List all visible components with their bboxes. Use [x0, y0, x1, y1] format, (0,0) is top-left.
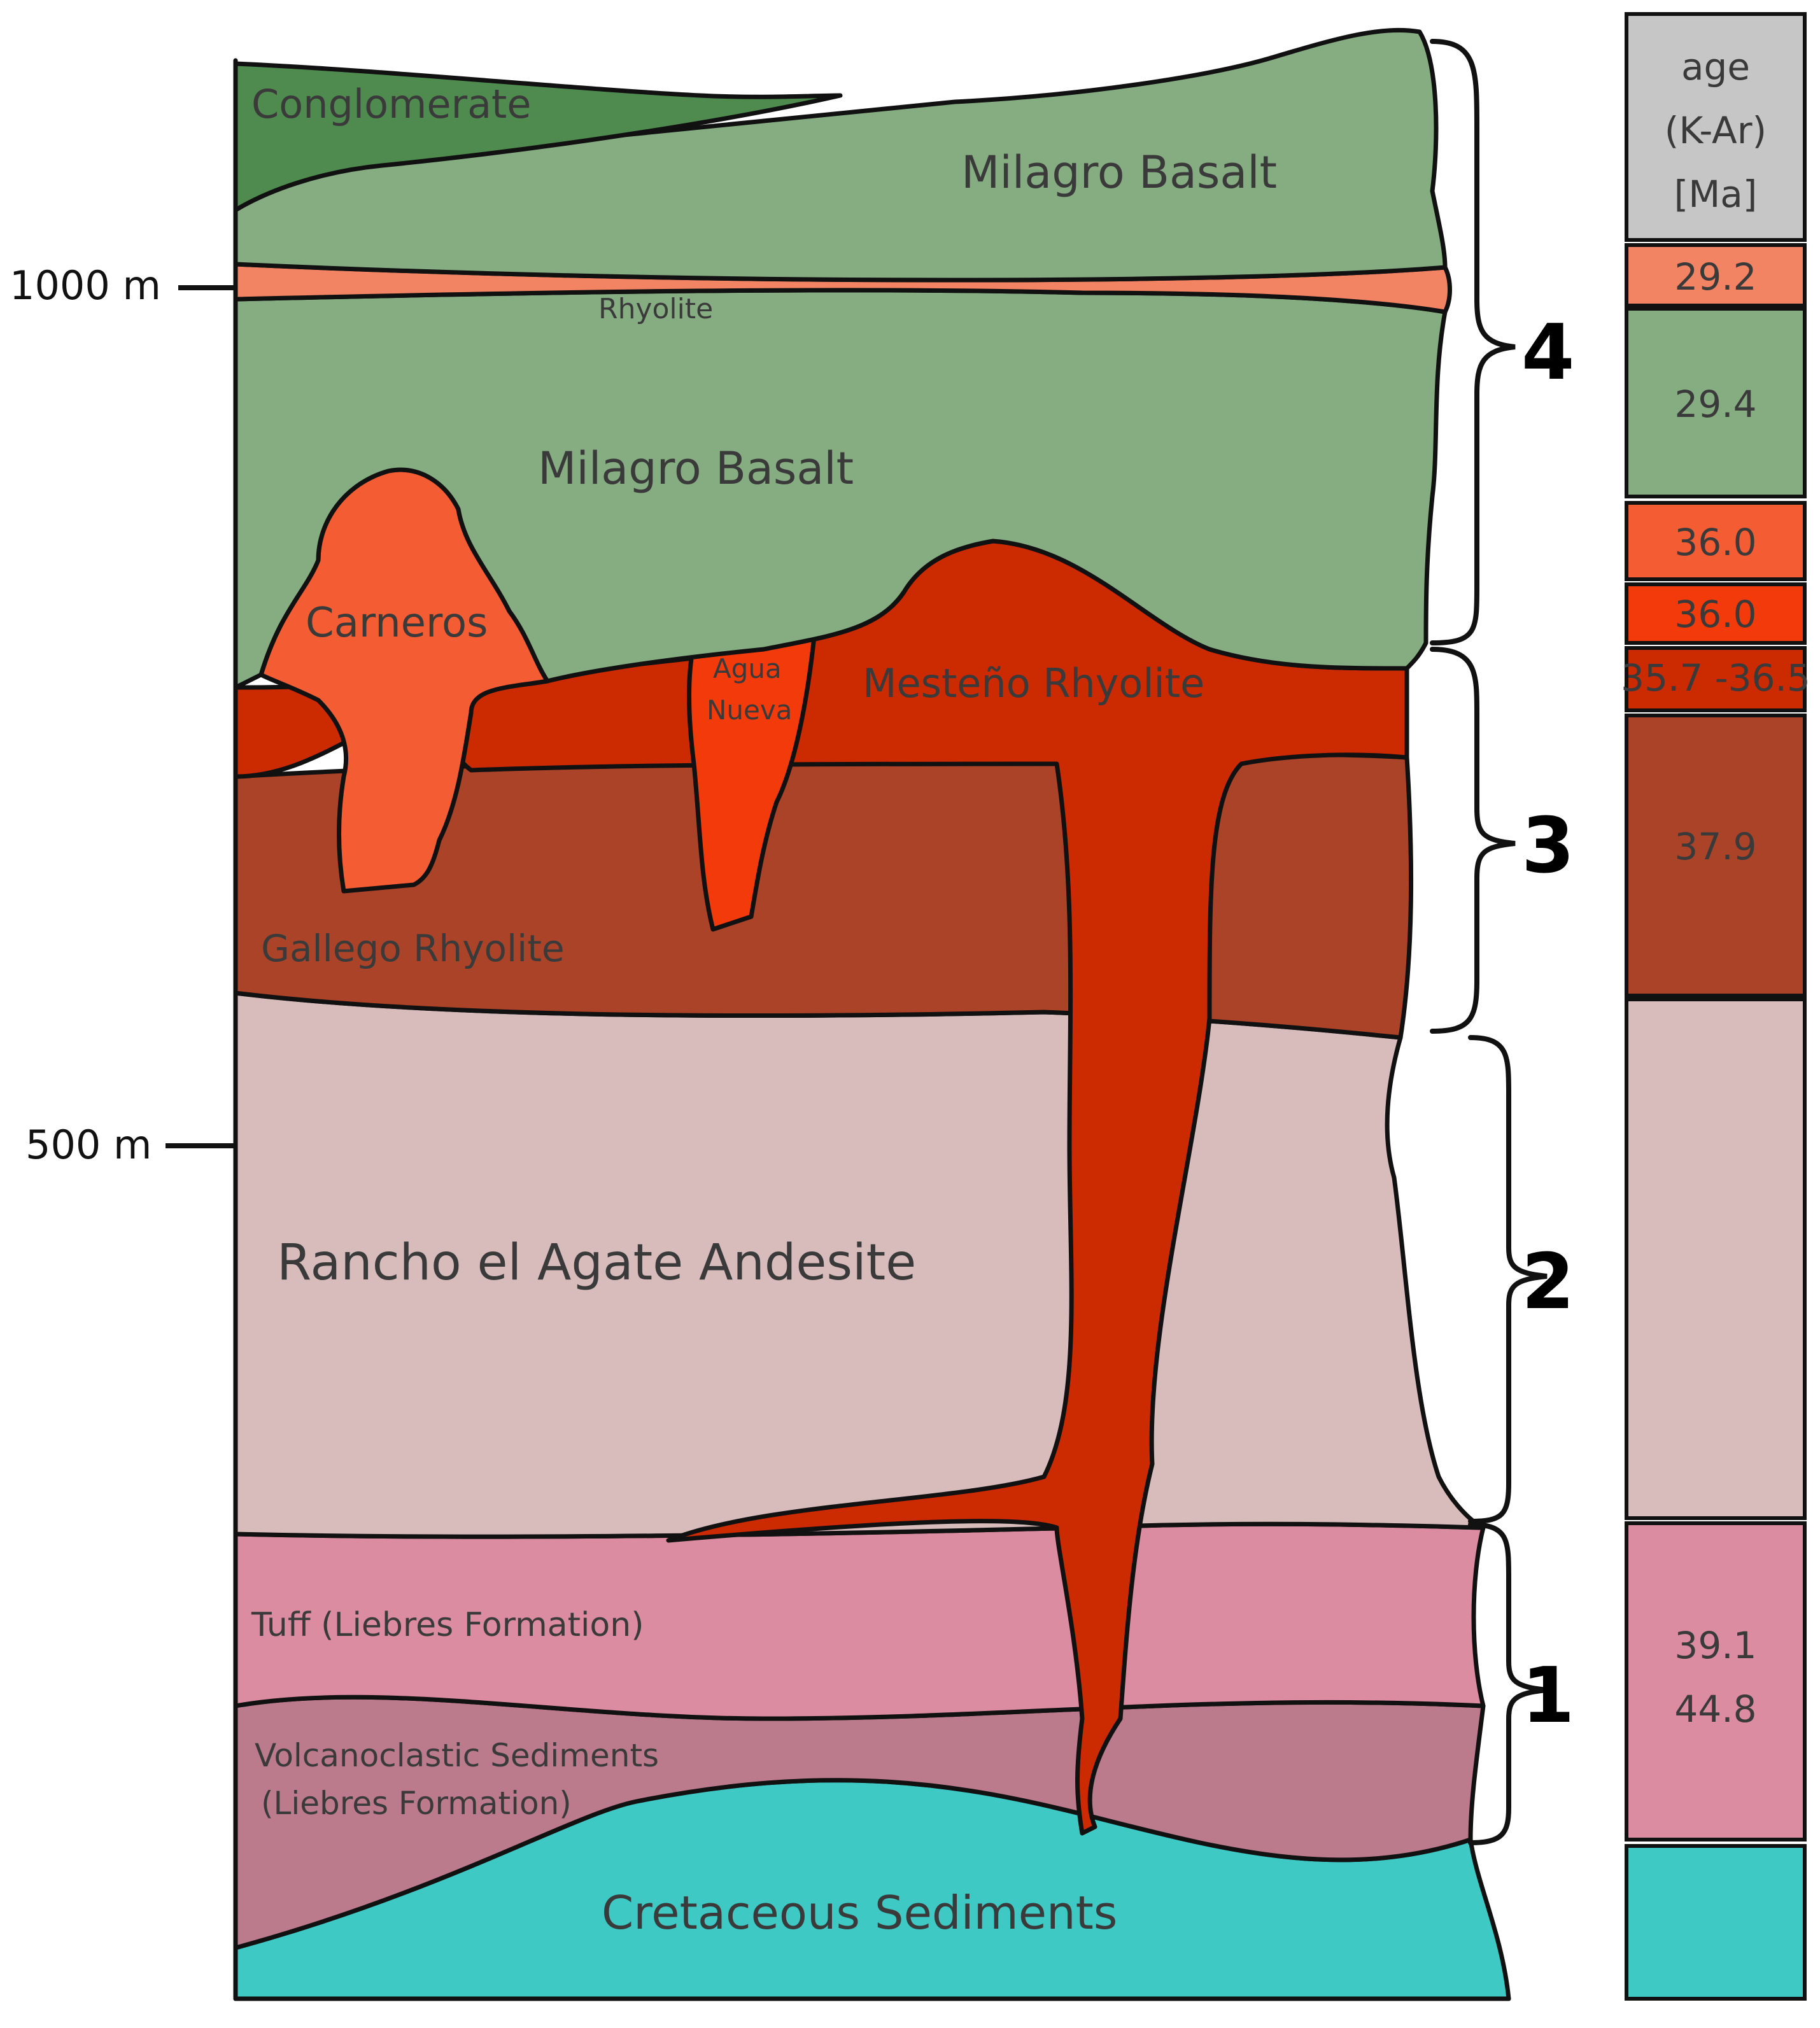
label-volcanoclastic-2: (Liebres Formation): [261, 1785, 572, 1822]
age-value-tuff-1: 39.1: [1674, 1624, 1756, 1667]
label-menteno-rhyolite: Mesteño Rhyolite: [863, 660, 1204, 707]
age-cell-rhyolite: [1625, 243, 1807, 307]
age-cell-carneros: [1625, 501, 1807, 581]
depth-scale: 1000 m 500 m: [10, 262, 236, 1168]
group-4-label: 4: [1521, 309, 1575, 397]
age-header-3: [Ma]: [1674, 173, 1758, 216]
age-cell-rancho: [1625, 997, 1807, 1520]
age-header-2: (K-Ar): [1665, 109, 1767, 152]
age-cell-gallego: [1625, 714, 1807, 997]
cross-section: [233, 27, 1511, 2001]
age-cell-tuff: [1625, 1521, 1807, 1841]
age-cell-milagro: [1625, 307, 1807, 498]
age-header-cell: [1625, 12, 1807, 242]
label-tuff: Tuff (Liebres Formation): [251, 1606, 644, 1644]
age-value-menteno: 35.7 -36.5: [1621, 656, 1810, 700]
age-value-carneros: 36.0: [1674, 521, 1756, 564]
label-rhyolite: Rhyolite: [598, 293, 713, 325]
label-rancho-andesite: Rancho el Agate Andesite: [277, 1234, 916, 1292]
brace-group-3: [1430, 647, 1516, 1034]
age-value-gallego: 37.9: [1674, 825, 1756, 868]
label-agua-nueva-1: Agua: [713, 653, 782, 684]
label-milagro-basalt-lower: Milagro Basalt: [538, 442, 854, 495]
age-value-agua-nueva: 36.0: [1674, 593, 1756, 636]
group-2-label: 2: [1521, 1238, 1575, 1327]
brace-group-4: [1430, 39, 1516, 645]
group-3-label: 3: [1521, 802, 1575, 891]
brace-group-2: [1468, 1035, 1548, 1524]
group-1-label: 1: [1521, 1652, 1575, 1740]
age-value-milagro: 29.4: [1674, 383, 1756, 426]
conglomerate-layer: [233, 61, 843, 213]
age-cell-cretaceous: [1625, 1844, 1807, 2001]
age-cell-agua-nueva: [1625, 582, 1807, 645]
age-value-tuff-2: 44.8: [1674, 1687, 1756, 1731]
label-gallego-rhyolite: Gallego Rhyolite: [261, 927, 565, 970]
column-outline: [233, 58, 1511, 2001]
scale-500m-label: 500 m: [25, 1122, 152, 1168]
label-conglomerate: Conglomerate: [251, 81, 532, 127]
group-braces: [1430, 39, 1548, 1845]
label-cretaceous: Cretaceous Sediments: [602, 1886, 1117, 1940]
age-cell-menteno: [1625, 646, 1807, 712]
label-carneros: Carneros: [306, 600, 488, 647]
age-value-rhyolite: 29.2: [1674, 255, 1756, 299]
scale-1000m-label: 1000 m: [10, 262, 161, 309]
label-volcanoclastic-1: Volcanoclastic Sediments: [255, 1737, 659, 1774]
label-agua-nueva-2: Nueva: [707, 694, 792, 726]
label-milagro-basalt-upper: Milagro Basalt: [961, 146, 1277, 199]
age-header-1: age: [1681, 45, 1750, 88]
brace-group-1: [1468, 1522, 1548, 1845]
age-column: [1625, 12, 1807, 2001]
